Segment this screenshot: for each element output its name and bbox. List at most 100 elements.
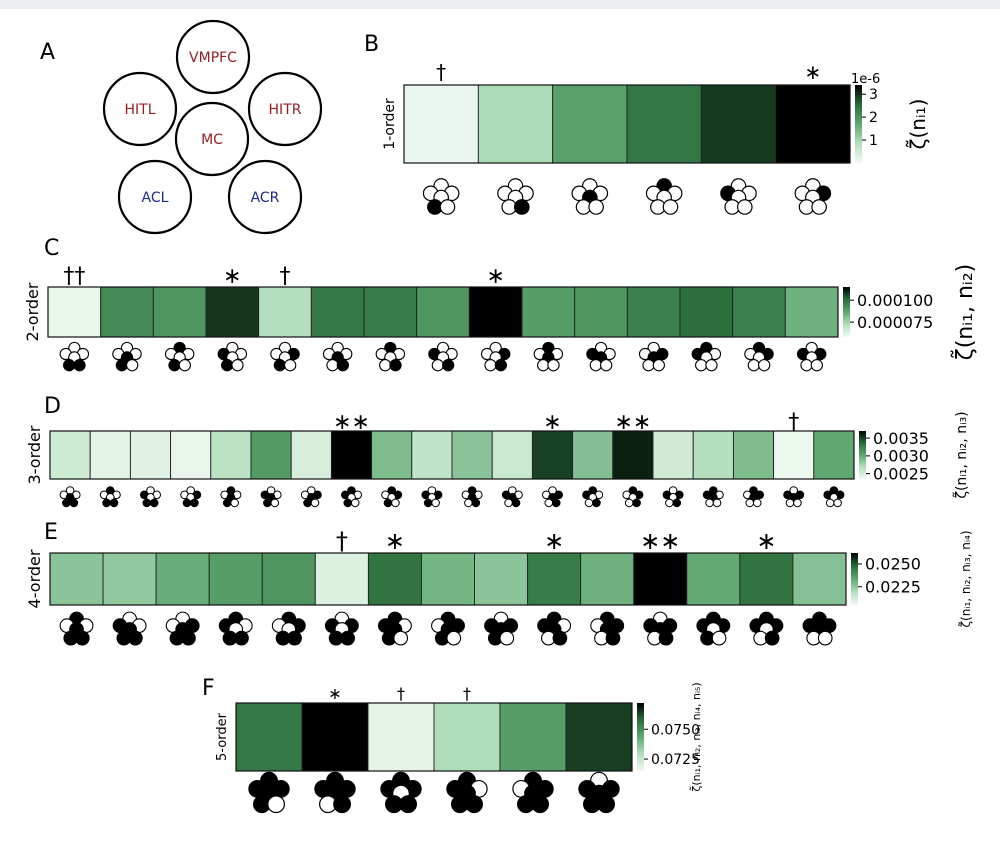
inactive-region-dot <box>662 199 679 215</box>
heatmap-cell <box>739 552 794 606</box>
significance-marker: ∗∗ <box>640 527 680 555</box>
region-subset-glyph <box>578 771 620 814</box>
region-subset-glyph <box>260 486 282 508</box>
colorbar-label: ζ̃(nᵢ₁, nᵢ₂, nᵢ₃) <box>952 411 970 498</box>
heatmap-cell <box>626 84 702 164</box>
region-node-mc: MC <box>174 101 250 177</box>
active-region-dot <box>632 498 641 508</box>
heatmap-cell <box>330 430 373 480</box>
region-subset-glyph <box>341 486 363 508</box>
colorbar-tick-label: 0.0725 <box>651 752 700 768</box>
colorbar-label: ζ̃(nᵢ₁, nᵢ₂, nᵢ₃, nᵢ₄) <box>958 530 973 627</box>
colorbar-tick-label: 0.0750 <box>651 722 700 738</box>
region-subset-glyph <box>324 611 359 646</box>
inactive-region-dot <box>785 498 795 508</box>
active-region-dot <box>333 795 351 814</box>
heatmap-cell <box>129 430 172 480</box>
region-circle <box>175 19 251 95</box>
region-subset-glyph <box>537 611 572 646</box>
heatmap-cell <box>210 430 252 480</box>
active-region-dot <box>672 498 682 508</box>
heatmap-cell <box>367 552 422 606</box>
region-subset-glyph <box>582 486 604 508</box>
region-subset-glyph <box>377 611 412 646</box>
heatmap-cell <box>170 430 212 480</box>
heatmap-cell <box>155 552 210 606</box>
colorbar-label: ζ̃(nᵢ₁, nᵢ₂) <box>950 264 978 361</box>
inactive-region-dot <box>600 359 613 372</box>
colorbar-tick-label: 2 <box>869 110 878 126</box>
region-subset-glyph <box>571 178 609 215</box>
region-node-acl: ACL <box>117 159 193 235</box>
active-region-dot <box>115 359 128 372</box>
colorbar-tick-label: 0.0250 <box>865 555 921 574</box>
inactive-region-dot <box>431 359 444 372</box>
significance-marker: † <box>788 410 799 435</box>
active-region-dot <box>73 359 86 372</box>
inactive-region-dot <box>584 498 594 508</box>
inactive-region-dot <box>747 359 760 372</box>
region-subset-glyph <box>381 486 403 508</box>
region-subset-glyph <box>314 771 356 814</box>
active-region-dot <box>423 498 433 508</box>
heatmap-cell <box>433 702 501 772</box>
active-region-dot <box>597 795 615 814</box>
heatmap-cell <box>626 286 681 338</box>
region-circle <box>227 159 303 235</box>
inactive-region-dot <box>652 359 665 372</box>
region-subset-glyph <box>59 486 81 508</box>
top-strip <box>0 0 1000 9</box>
active-region-dot <box>63 359 76 372</box>
active-region-dot <box>273 359 286 372</box>
region-subset-glyph <box>662 486 684 508</box>
region-subset-glyph <box>702 486 724 508</box>
inactive-region-dot <box>499 630 515 646</box>
inactive-region-dot <box>833 498 842 508</box>
region-subset-glyph <box>270 341 300 372</box>
heatmap-cell <box>792 552 847 606</box>
active-region-dot <box>605 630 621 646</box>
active-region-dot <box>592 498 601 508</box>
region-subset-glyph <box>542 486 564 508</box>
region-subset-glyph <box>645 178 683 215</box>
colorbar-label: ζ̃(nᵢ₁) <box>905 99 930 150</box>
region-label: HITL <box>124 102 155 118</box>
heatmap-cell <box>371 430 413 480</box>
heatmap-cell <box>261 552 316 606</box>
region-node-hitr: HITR <box>247 71 323 147</box>
colorbar-tick-label: 0.0025 <box>873 464 929 483</box>
heatmap-panels: 1-order†∗1231e-6ζ̃(nᵢ₁)2-order††∗†∗0.000… <box>23 60 978 814</box>
heatmap-cell <box>47 286 102 338</box>
region-subset-glyph <box>180 486 202 508</box>
heatmap-cell <box>49 552 104 606</box>
active-region-dot <box>343 498 353 508</box>
heatmap-cell <box>367 702 435 772</box>
inactive-region-dot <box>589 359 602 372</box>
region-subset-glyph <box>802 611 837 646</box>
region-subset-glyph <box>446 771 488 814</box>
heatmap-cell <box>477 84 554 164</box>
active-region-dot <box>263 498 272 508</box>
active-region-dot <box>551 498 561 508</box>
row-label: 3-order <box>25 425 44 484</box>
inactive-region-dot <box>439 199 456 215</box>
heatmap-cell <box>89 430 131 480</box>
inactive-region-dot <box>310 498 320 508</box>
region-subset-glyph <box>165 611 200 646</box>
heatmap-cell <box>49 430 91 480</box>
active-region-dot <box>513 199 530 215</box>
row-label: 4-order <box>25 549 44 608</box>
region-subset-glyph <box>112 611 147 646</box>
heatmap-cell <box>692 430 734 480</box>
inactive-region-dot <box>810 359 823 372</box>
region-subset-glyph <box>248 771 290 814</box>
significance-marker: ∗ <box>486 264 504 289</box>
region-subset-glyph <box>638 341 669 372</box>
inactive-region-dot <box>326 359 339 372</box>
significance-marker: ∗ <box>544 527 564 555</box>
inactive-region-dot <box>793 498 802 508</box>
